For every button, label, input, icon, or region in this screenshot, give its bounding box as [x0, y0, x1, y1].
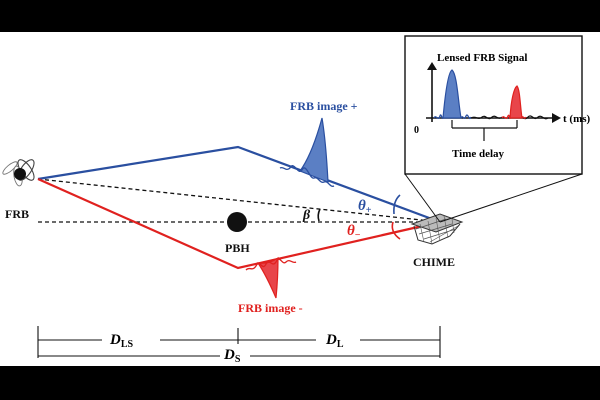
- dist-s-label: DS: [223, 347, 241, 365]
- inset-y-arrow: [427, 62, 437, 70]
- source-line-of-sight: [37, 178, 441, 223]
- pulse-plus: [299, 117, 329, 183]
- pbh-lens: [227, 212, 247, 232]
- inset-pulse-minus: [509, 85, 523, 119]
- inset-x-arrow: [552, 113, 561, 123]
- pulse-minus-ripple: [245, 258, 297, 271]
- beta-arc: [317, 208, 321, 222]
- inset-title: Lensed FRB Signal: [437, 52, 527, 64]
- inset-axis-label: t (ms): [563, 113, 591, 125]
- telescope-label: CHIME: [413, 255, 455, 269]
- inset-connector-right: [439, 173, 583, 223]
- theta-plus-label: θ+: [358, 198, 372, 216]
- source-label: FRB: [5, 207, 29, 221]
- distance-dimensions: DLS DL DS: [37, 326, 441, 365]
- image-minus-label: FRB image -: [238, 301, 303, 315]
- inset-origin-label: 0: [414, 125, 419, 136]
- inset-frame: [404, 35, 583, 175]
- ray-path-minus: [37, 177, 441, 270]
- beta-label: β: [302, 208, 311, 223]
- theta-plus-arc: [393, 194, 401, 215]
- ray-path-plus: [37, 145, 441, 224]
- lens-label: PBH: [225, 241, 250, 255]
- inset-panel: Lensed FRB Signal t (ms) 0 Time delay: [404, 35, 591, 175]
- image-plus-label: FRB image +: [290, 99, 358, 113]
- inset-delay-label: Time delay: [452, 148, 505, 160]
- inset-connector-left: [404, 173, 441, 223]
- pulse-plus-ripple: [279, 165, 335, 187]
- theta-minus-label: θ−: [347, 223, 361, 241]
- dist-ls-label: DLS: [109, 332, 134, 350]
- frb-source-icon: [2, 159, 35, 187]
- inset-ripple-plus: [433, 114, 472, 120]
- inset-noise: [470, 115, 549, 120]
- dist-l-label: DL: [325, 332, 344, 350]
- inset-pulse-plus: [442, 69, 462, 119]
- theta-minus-arc: [391, 221, 401, 240]
